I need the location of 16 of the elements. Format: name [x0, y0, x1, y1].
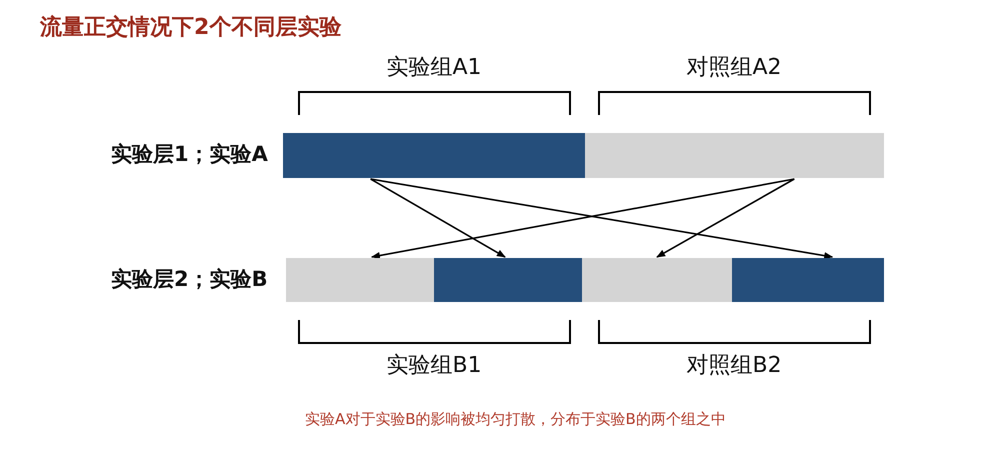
bar-segment: [434, 258, 582, 302]
group-label: 实验组B1: [386, 352, 482, 380]
layer-label: 实验层2；实验B: [111, 266, 268, 293]
arrow: [656, 178, 795, 258]
title: 流量正交情况下2个不同层实验: [40, 14, 342, 42]
group-label: 对照组A2: [686, 54, 782, 82]
group-label: 对照组B2: [686, 352, 782, 380]
caption: 实验A对于实验B的影响被均匀打散，分布于实验B的两个组之中: [305, 410, 726, 429]
bar-segment: [283, 133, 585, 178]
layer-label: 实验层1；实验A: [111, 141, 268, 168]
bar-segment: [732, 258, 884, 302]
arrow: [370, 178, 506, 258]
bar-segment: [286, 258, 434, 302]
group-label: 实验组A1: [386, 54, 482, 82]
bar-segment: [585, 133, 884, 178]
bar-segment: [582, 258, 732, 302]
